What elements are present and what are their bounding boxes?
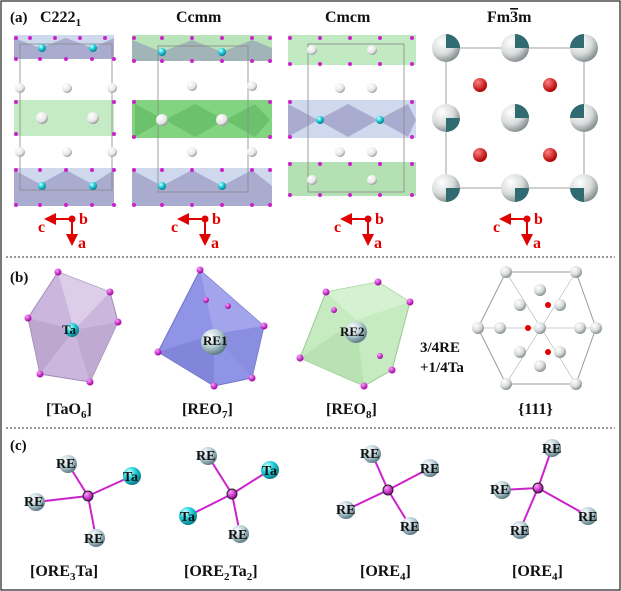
polyhedron-tao6: Ta (24, 268, 122, 386)
axis-triad-1: c b a (38, 211, 88, 252)
cluster-ore2ta2: RE Ta Ta RE (179, 447, 279, 543)
svg-text:RE: RE (420, 462, 439, 477)
svg-text:b: b (79, 211, 88, 228)
svg-text:c: c (493, 219, 500, 236)
axis-triad-3: c b a (334, 211, 384, 252)
svg-text:RE: RE (24, 495, 43, 510)
svg-text:a: a (533, 235, 541, 252)
panel-c-label: (c) (10, 438, 27, 454)
svg-text:RE: RE (196, 449, 215, 464)
site-occupancy-line2: +1/4Ta (420, 360, 464, 376)
svg-text:RE: RE (542, 442, 561, 457)
svg-text:a: a (211, 235, 219, 252)
caption-tao6: [TaO6] (46, 401, 92, 421)
caption-reo7: [REO7] (182, 401, 233, 421)
caption-plane-111: {111} (518, 401, 553, 418)
svg-text:Ta: Ta (180, 510, 195, 525)
axis-triad-2: c b a (171, 211, 221, 252)
caption-ore4-a: [ORE4] (360, 563, 411, 583)
panel-a-label: (a) (10, 10, 28, 26)
svg-text:RE: RE (228, 528, 247, 543)
site-occupancy-line1: 3/4RE (420, 340, 460, 356)
caption-ore2ta2: [ORE2Ta2] (184, 563, 258, 583)
structure-title-c2221: C2221 (40, 9, 81, 29)
svg-text:RE: RE (400, 520, 419, 535)
cluster-ore4-b: RE RE RE RE (490, 439, 597, 539)
structure-title-cmcm: Cmcm (325, 9, 371, 26)
svg-text:b: b (375, 211, 384, 228)
structure-title-fm3m: Fm3m (487, 9, 532, 26)
panel-b-label: (b) (10, 270, 28, 286)
structure-fm3m (432, 34, 598, 202)
svg-text:a: a (78, 235, 86, 252)
svg-text:Ta: Ta (123, 470, 138, 485)
svg-text:b: b (212, 211, 221, 228)
cluster-ore3ta: RE Ta RE RE (24, 455, 141, 547)
svg-text:RE: RE (84, 532, 103, 547)
caption-reo8: [REO8] (326, 401, 377, 421)
axis-triad-4: c b a (493, 211, 543, 252)
atom-label-re1: RE1 (203, 333, 228, 348)
atom-label-ta: Ta (62, 322, 76, 337)
plane-111-projection (472, 266, 602, 390)
svg-text:RE: RE (360, 447, 379, 462)
polyhedron-reo7: RE1 (154, 266, 268, 390)
svg-text:RE: RE (56, 457, 75, 472)
svg-text:Ta: Ta (262, 464, 277, 479)
caption-ore3ta: [ORE3Ta] (30, 563, 98, 583)
cluster-ore4-a: RE RE RE RE (336, 445, 439, 535)
svg-text:c: c (171, 219, 178, 236)
svg-text:c: c (334, 219, 341, 236)
svg-text:RE: RE (510, 524, 529, 539)
svg-text:c: c (38, 219, 45, 236)
structure-title-ccmm: Ccmm (176, 9, 222, 26)
svg-text:a: a (374, 235, 382, 252)
svg-text:RE: RE (336, 503, 355, 518)
svg-text:b: b (534, 211, 543, 228)
structure-ccmm (132, 35, 272, 207)
polyhedron-reo8: RE2 (296, 278, 414, 390)
atom-label-re2: RE2 (340, 324, 365, 339)
structure-c2221 (14, 35, 117, 207)
svg-text:RE: RE (490, 483, 509, 498)
structure-cmcm (288, 35, 416, 197)
caption-ore4-b: [ORE4] (512, 563, 563, 583)
svg-text:RE: RE (578, 510, 597, 525)
